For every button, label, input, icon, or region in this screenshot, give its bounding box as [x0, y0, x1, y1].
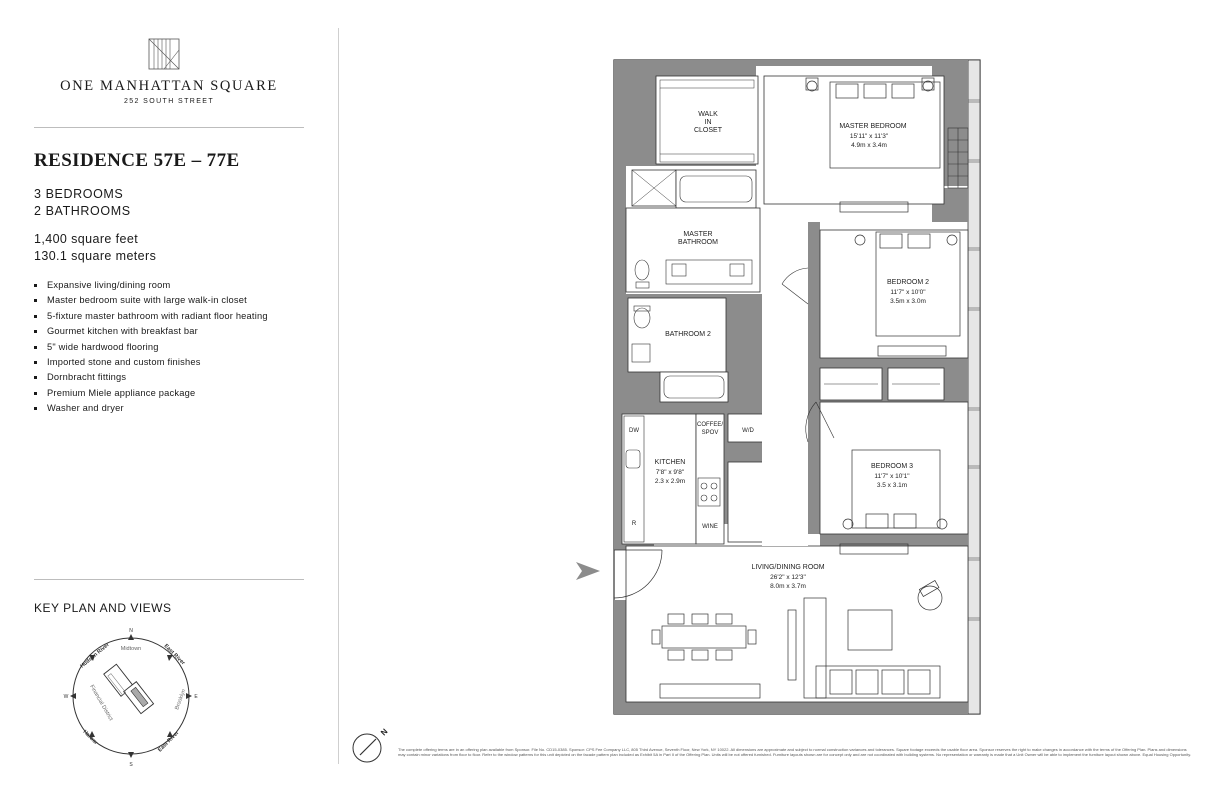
bedroom-3-m: 3.5 x 3.1m	[877, 482, 907, 489]
key-plan-diagram: N S W E Midtown Hudson River East River …	[64, 628, 199, 768]
bedroom-2-m: 3.5m x 3.0m	[890, 298, 926, 305]
master-tub-icon	[679, 175, 753, 203]
walk-in-closet-label: WALK	[698, 111, 718, 118]
bathroom-2-label: BATHROOM 2	[665, 331, 711, 338]
bath-2-toilet-icon	[631, 305, 651, 363]
panel-divider	[338, 28, 339, 764]
living-room-ft: 26'2" x 12'3"	[770, 574, 806, 581]
door-swings	[781, 267, 835, 443]
fridge-label: R	[632, 521, 637, 527]
kitchen-m: 2.3 x 2.9m	[655, 478, 685, 485]
hall-closet	[727, 461, 769, 543]
north-label: N	[379, 728, 390, 737]
master-bedroom-m: 4.9m x 3.4m	[851, 142, 887, 149]
master-bedroom	[763, 75, 945, 205]
compass-w-label: W	[64, 694, 69, 700]
master-bathroom-label: MASTER	[683, 231, 712, 238]
north-arrow-icon: N	[352, 728, 390, 763]
info-panel: ONE MANHATTAN SQUARE 252 SOUTH STREET RE…	[0, 0, 338, 792]
coffee-label: COFFEE/	[697, 422, 723, 428]
living-room-m: 8.0m x 3.7m	[770, 583, 806, 590]
bedroom-3-ft: 11'7" x 10'1"	[874, 473, 910, 480]
walk-in-closet-label-2: IN	[705, 119, 712, 126]
bathrooms-count: 2 BATHROOMS	[34, 204, 131, 218]
window-marks	[968, 99, 980, 621]
divider	[34, 579, 304, 580]
feature-item: Washer and dryer	[34, 401, 268, 416]
bedroom-2	[819, 229, 969, 359]
master-vanity-icon	[665, 259, 753, 285]
bedroom-2-bed-icon	[854, 231, 961, 357]
master-bed-icon	[805, 77, 941, 213]
floor-plan: WALK IN CLOSET MASTER BEDROOM 15'11" x 1…	[613, 59, 981, 715]
closet-shelving	[659, 79, 755, 163]
bedroom-2-label: BEDROOM 2	[887, 279, 929, 286]
feature-item: Master bedroom suite with large walk-in …	[34, 293, 268, 308]
bathroom-2	[627, 297, 727, 373]
residence-title: RESIDENCE 57E – 77E	[34, 150, 240, 171]
kitchen-pantry-col	[695, 413, 725, 545]
wine-label: WINE	[702, 524, 718, 530]
dining-table-icon	[651, 613, 761, 699]
bedroom-2-ft: 11'7" x 10'0"	[890, 289, 926, 296]
feature-item: Premium Miele appliance package	[34, 386, 268, 401]
feature-item: Gourmet kitchen with breakfast bar	[34, 324, 268, 339]
living-room-label: LIVING/DINING ROOM	[751, 564, 824, 571]
master-toilet-icon	[634, 259, 650, 289]
feature-item: Imported stone and custom finishes	[34, 355, 268, 370]
brand-name: ONE MANHATTAN SQUARE	[60, 78, 278, 94]
entry-arrow-icon	[576, 562, 600, 580]
midtown-label: Midtown	[121, 646, 141, 652]
feature-item: Dornbracht fittings	[34, 370, 268, 385]
legal-disclaimer: The complete offering terms are in an of…	[398, 747, 1192, 758]
brand-logo-icon	[148, 38, 180, 70]
compass-n-label: N	[129, 628, 133, 634]
bath-2-tub	[659, 371, 729, 403]
kitchen-counter-icon	[623, 415, 721, 543]
walk-in-closet-label-3: CLOSET	[694, 127, 723, 134]
master-bedroom-label: MASTER BEDROOM	[839, 123, 906, 130]
bedroom-3	[819, 401, 969, 535]
walk-in-closet	[655, 75, 759, 165]
bedrooms-count: 3 BEDROOMS	[34, 187, 124, 201]
kitchen-ft: 7'8" x 9'8"	[656, 469, 685, 476]
washer-dryer-label: W/D	[742, 428, 754, 434]
sofa-icon	[787, 597, 941, 699]
divider	[34, 127, 304, 128]
feature-item: 5" wide hardwood flooring	[34, 340, 268, 355]
features-list: Expansive living/dining room Master bedr…	[34, 278, 268, 417]
bath-2-tub-icon	[663, 375, 725, 399]
building-footprint-icon	[103, 663, 155, 715]
square-meters: 130.1 square meters	[34, 249, 157, 263]
master-bedroom-ft: 15'11" x 11'3"	[850, 133, 889, 140]
armchair-icon	[917, 580, 943, 611]
window-seat	[947, 127, 969, 189]
square-feet: 1,400 square feet	[34, 232, 139, 246]
washer-dryer-closet	[727, 413, 769, 443]
area-info: 1,400 square feet 130.1 square meters	[34, 231, 156, 265]
feature-item: 5-fixture master bathroom with radiant f…	[34, 309, 268, 324]
coffee-label-2: SPOV	[702, 430, 719, 436]
kitchen	[621, 413, 697, 545]
bedroom-3-label: BEDROOM 3	[871, 463, 913, 470]
feature-item: Expansive living/dining room	[34, 278, 268, 293]
brand-address: 252 SOUTH STREET	[123, 98, 215, 105]
harbor-label: Harbor	[82, 729, 100, 747]
kitchen-label: KITCHEN	[655, 459, 686, 466]
dw-label: DW	[629, 428, 639, 434]
room-counts: 3 BEDROOMS 2 BATHROOMS	[34, 186, 131, 220]
compass-s-label: S	[129, 762, 133, 768]
financial-district-label: Financial District	[88, 684, 114, 722]
compass-e-label: E	[194, 694, 198, 700]
entry-door-icon	[613, 549, 663, 599]
east-river-top-label: East River	[163, 643, 187, 667]
master-bathroom	[625, 207, 761, 293]
key-plan-title: KEY PLAN AND VIEWS	[34, 601, 172, 615]
master-shower-icon	[631, 169, 677, 207]
brooklyn-label: Brooklyn	[174, 689, 187, 711]
master-bathroom-label-2: BATHROOM	[678, 239, 718, 246]
hudson-river-label: Hudson River	[79, 641, 111, 669]
bedroom-3-bed-icon	[839, 449, 948, 555]
